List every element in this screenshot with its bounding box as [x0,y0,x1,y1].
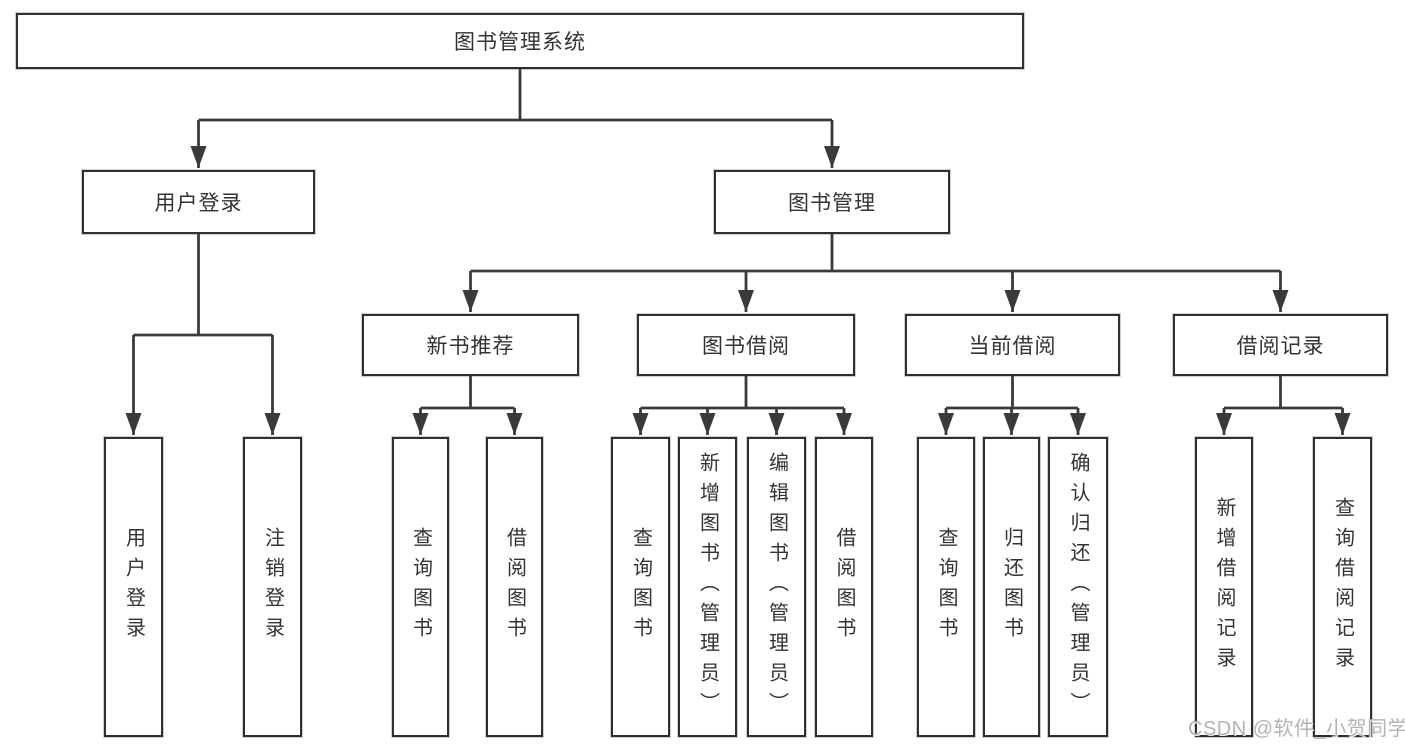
connector-book-borrowing-children [632,376,852,435]
node-label: 查询图书 [629,527,652,647]
leaf-edit-books-admin: 编辑图书（管理员） [747,437,806,737]
connector-root-to-level2 [190,69,840,168]
connector-user-login-children [125,234,281,435]
node-label: 用户登录 [154,192,243,215]
node-label: 图书管理 [788,192,876,215]
leaf-query-books-current: 查询图书 [917,437,975,737]
connector-new-book-recommend-children [412,376,523,435]
leaf-user-login: 用户登录 [104,437,163,737]
connector-book-management-children [462,234,1289,312]
csdn-watermark: CSDN @软件_小贺同学 [1188,718,1405,740]
node-label: 查询借阅记录 [1331,497,1354,677]
node-label: 归还图书 [1000,527,1023,647]
leaf-confirm-return-admin: 确认归还（管理员） [1048,437,1108,737]
node-label: 当前借阅 [968,335,1057,358]
leaf-borrow-books-borrowing: 借阅图书 [815,437,873,737]
node-user-login: 用户登录 [82,170,315,234]
node-book-borrowing: 图书借阅 [637,314,855,376]
leaf-borrow-books-recommend: 借阅图书 [486,437,543,737]
leaf-return-books: 归还图书 [983,437,1040,737]
node-label: 借阅图书 [833,527,855,647]
node-label: 查询图书 [409,527,432,647]
node-borrowing-records: 借阅记录 [1173,314,1388,376]
leaf-query-borrow-record: 查询借阅记录 [1313,437,1372,737]
node-label: 新增图书（管理员） [696,452,719,722]
node-label: 图书借阅 [702,335,790,358]
leaf-query-books-borrowing: 查询图书 [611,437,670,737]
connector-current-borrowing-children [938,376,1086,435]
node-label: 借阅图书 [503,527,526,647]
node-label: 图书管理系统 [454,31,586,54]
leaf-add-borrow-record: 新增借阅记录 [1195,437,1253,737]
node-label: 新书推荐 [426,335,515,358]
connector-borrowing-records-children [1216,376,1351,435]
node-label: 注销登录 [261,527,284,647]
leaf-logout-login: 注销登录 [243,437,302,737]
node-label: 新增借阅记录 [1213,497,1235,677]
node-label: 借阅记录 [1236,335,1325,358]
node-label: 编辑图书（管理员） [765,452,788,722]
leaf-add-books-admin: 新增图书（管理员） [678,437,737,737]
node-label: 用户登录 [122,527,145,647]
node-label: 查询图书 [935,527,957,647]
node-new-book-recommend: 新书推荐 [362,314,579,376]
leaf-query-books-recommend: 查询图书 [392,437,449,737]
node-current-borrowing: 当前借阅 [905,314,1120,376]
node-book-management: 图书管理 [714,170,950,234]
node-root: 图书管理系统 [16,13,1024,69]
node-label: 确认归还（管理员） [1067,452,1089,722]
